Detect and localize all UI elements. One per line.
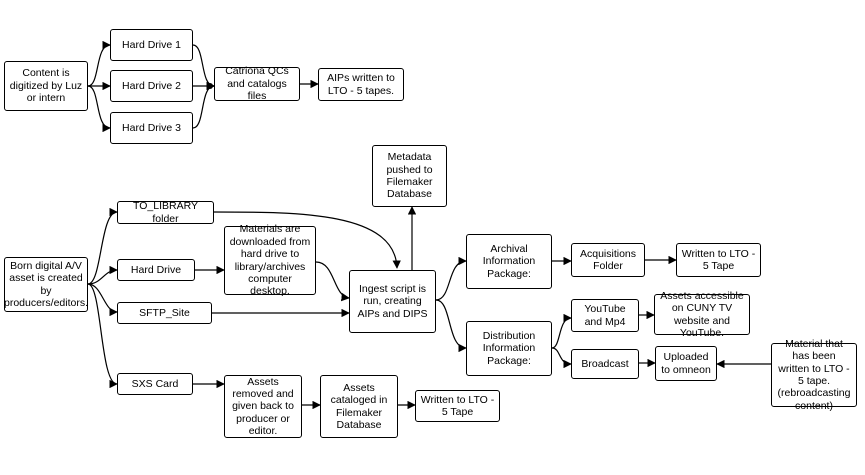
node-hard-drive-3: Hard Drive 3 <box>110 112 193 144</box>
node-distribution-package-label: Distribution Information Package: <box>482 329 536 367</box>
node-assets-accessible: Assets accessible on CUNY TV website and… <box>654 290 750 339</box>
edge-content-hd3 <box>87 85 111 133</box>
node-content-digitized: Content is digitized by Luz or intern <box>4 61 88 111</box>
node-written-lto-2-label: Written to LTO - 5 Tape <box>420 393 495 418</box>
node-hard-drive-1-label: Hard Drive 1 <box>122 38 181 51</box>
node-acquisitions-folder-label: Acquisitions Folder <box>579 247 637 272</box>
node-hard-drive-1: Hard Drive 1 <box>110 29 193 61</box>
node-hard-drive-2: Hard Drive 2 <box>110 70 193 102</box>
node-assets-cataloged-label: Assets cataloged in Filemaker Database <box>330 381 388 431</box>
node-sxs-card: SXS Card <box>117 373 193 395</box>
edge-distribution-youtube <box>551 313 572 349</box>
edge-ingest-archival <box>435 256 467 301</box>
node-assets-accessible-label: Assets accessible on CUNY TV website and… <box>660 289 744 339</box>
edge-tolibrary-ingest <box>213 211 401 269</box>
node-hard-drive-3-label: Hard Drive 3 <box>122 121 181 134</box>
node-assets-cataloged: Assets cataloged in Filemaker Database <box>320 375 398 438</box>
node-metadata-filemaker: Metadata pushed to Filemaker Database <box>372 145 447 207</box>
node-ingest-script-label: Ingest script is run, creating AIPs and … <box>357 282 428 320</box>
node-sftp-site-label: SFTP_Site <box>139 306 190 319</box>
edge-born-tolibrary <box>87 207 118 285</box>
node-materials-downloaded: Materials are downloaded from hard drive… <box>224 223 316 298</box>
node-hard-drive: Hard Drive <box>117 259 195 281</box>
node-materials-downloaded-label: Materials are downloaded from hard drive… <box>229 223 311 298</box>
node-catriona-qc-label: Catriona QCs and catalogs files <box>225 65 289 103</box>
node-hard-drive-2-label: Hard Drive 2 <box>122 79 181 92</box>
edge-hd3-catriona <box>192 81 215 129</box>
node-sftp-site: SFTP_Site <box>117 302 212 324</box>
node-acquisitions-folder: Acquisitions Folder <box>571 243 645 277</box>
node-youtube-mp4-label: YouTube and Mp4 <box>584 303 626 328</box>
node-broadcast: Broadcast <box>571 349 639 379</box>
node-metadata-filemaker-label: Metadata pushed to Filemaker Database <box>386 151 433 201</box>
edge-hd1-catriona <box>192 44 215 91</box>
node-hard-drive-label: Hard Drive <box>130 263 182 276</box>
node-written-lto-1: Written to LTO - 5 Tape <box>676 243 761 277</box>
node-born-digital: Born digital A/V asset is created by pro… <box>4 257 88 312</box>
node-uploaded-omneon: Uploaded to omneon <box>655 346 717 381</box>
node-material-written-label: Material that has been written to LTO - … <box>777 337 851 412</box>
node-written-lto-1-label: Written to LTO - 5 Tape <box>681 247 756 272</box>
edge-materials-ingest <box>315 261 350 302</box>
node-archival-package: Archival Information Package: <box>466 234 552 289</box>
node-aips-lto: AIPs written to LTO - 5 tapes. <box>318 68 404 101</box>
edge-born-sxs <box>87 283 118 389</box>
edge-content-hd1 <box>87 40 111 87</box>
node-distribution-package: Distribution Information Package: <box>466 321 552 376</box>
edge-born-harddrive <box>87 265 118 285</box>
node-written-lto-2: Written to LTO - 5 Tape <box>415 390 500 422</box>
node-aips-lto-label: AIPs written to LTO - 5 tapes. <box>327 72 395 97</box>
node-assets-removed-label: Assets removed and given back to produce… <box>232 375 294 438</box>
node-sxs-card-label: SXS Card <box>131 377 179 390</box>
edge-distribution-broadcast <box>551 347 572 369</box>
node-to-library-folder: TO_LIBRARY folder <box>117 200 214 225</box>
node-uploaded-omneon-label: Uploaded to omneon <box>661 351 711 376</box>
edge-born-sftp <box>87 283 118 317</box>
merge-junction <box>207 83 213 89</box>
node-youtube-mp4: YouTube and Mp4 <box>571 299 639 332</box>
node-born-digital-label: Born digital A/V asset is created by pro… <box>3 259 89 309</box>
node-assets-removed: Assets removed and given back to produce… <box>224 375 302 438</box>
node-to-library-folder-label: TO_LIBRARY folder <box>133 200 198 225</box>
node-catriona-qc: Catriona QCs and catalogs files <box>214 65 300 103</box>
node-archival-package-label: Archival Information Package: <box>482 242 536 280</box>
node-ingest-script: Ingest script is run, creating AIPs and … <box>349 270 436 333</box>
edge-ingest-distribution <box>435 299 467 353</box>
node-material-written: Material that has been written to LTO - … <box>771 338 857 412</box>
node-content-digitized-label: Content is digitized by Luz or intern <box>9 67 83 105</box>
node-broadcast-label: Broadcast <box>581 357 629 370</box>
